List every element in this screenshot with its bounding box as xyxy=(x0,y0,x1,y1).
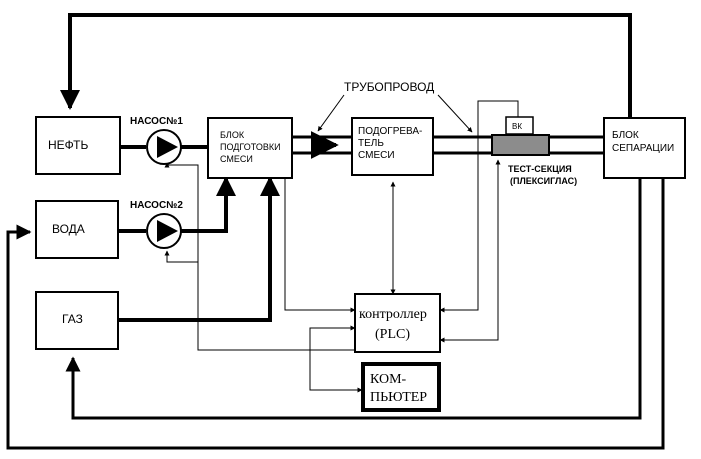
prep-label-line3: СМЕСИ xyxy=(220,154,253,164)
oil-block xyxy=(35,116,121,175)
oil-label: НЕФТЬ xyxy=(48,138,88,152)
test-section xyxy=(491,134,550,156)
heater-label-line2: ТЕЛЬ xyxy=(358,138,384,149)
controller-block xyxy=(354,293,441,353)
pump2-out-line xyxy=(181,176,236,233)
computer-label-line1: КОМ- xyxy=(370,372,407,387)
gas-line xyxy=(118,176,280,322)
return-line-water xyxy=(6,178,665,450)
pipeline-label: ТРУБОПРОВОД xyxy=(344,80,434,94)
prep-label-line2: ПОДГОТОВКИ xyxy=(220,142,281,152)
controller-label-line2: (PLC) xyxy=(375,327,410,342)
prep-label-line1: БЛОК xyxy=(220,130,245,140)
prep-block xyxy=(207,117,293,179)
test-section-label-line2: (ПЛЕКСИГЛАС) xyxy=(510,176,577,186)
water-block xyxy=(35,200,119,259)
controller-label-line1: контроллер xyxy=(359,307,427,322)
water-label: ВОДА xyxy=(52,222,85,236)
test-section-label-line1: ТЕСТ-СЕКЦИЯ xyxy=(508,164,572,174)
pump1-label: НАСОС№1 xyxy=(130,116,183,127)
separation-block xyxy=(603,117,686,179)
prep-controller-link xyxy=(284,178,356,313)
gas-block xyxy=(35,291,119,350)
heater-label-line1: ПОДОГРЕВА- xyxy=(358,126,422,137)
pipeline-pointer-left xyxy=(317,94,345,132)
heater-label-line3: СМЕСИ xyxy=(358,150,395,161)
separation-label-line2: СЕПАРАЦИИ xyxy=(612,143,674,154)
vk-sensor xyxy=(505,116,534,135)
return-line-gas xyxy=(65,178,642,420)
heater-block xyxy=(351,117,434,176)
pump2-icon xyxy=(146,213,182,249)
gas-label: ГАЗ xyxy=(62,312,83,326)
test-controller-link xyxy=(439,159,501,343)
controller-pump-link xyxy=(164,250,355,351)
return-line-top xyxy=(60,13,632,122)
pump1-icon xyxy=(146,129,182,165)
pump2-label: НАСОС№2 xyxy=(130,200,183,211)
computer-label-line2: ПЬЮТЕР xyxy=(370,390,427,405)
computer-block xyxy=(361,362,441,412)
controller-computer-link xyxy=(309,325,363,393)
pipeline-pointer-right xyxy=(437,94,473,133)
separation-label-line1: БЛОК xyxy=(612,130,639,141)
vk-label: ВК xyxy=(512,122,522,131)
